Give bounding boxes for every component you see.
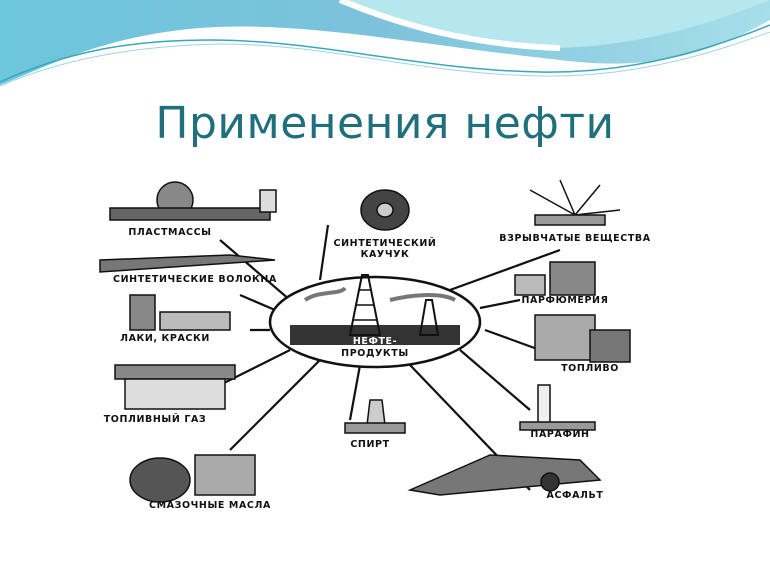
label-synthetic-rubber: СИНТЕТИЧЕСКИЙ — [334, 237, 437, 249]
center-label-line2: ПРОДУКТЫ — [341, 348, 409, 359]
plastics-icon — [109, 181, 277, 221]
spirit-lamp-icon — [344, 399, 406, 434]
label-explosives: ВЗРЫВЧАТЫЕ ВЕЩЕСТВА — [499, 233, 650, 244]
label-paraffin: ПАРАФИН — [530, 429, 589, 440]
oil-rig-icon — [290, 274, 460, 345]
gas-stove-icon — [114, 364, 236, 410]
fuel-barrel-icon — [534, 314, 631, 363]
candle-icon — [519, 384, 596, 431]
label-synthetic-fibers: СИНТЕТИЧЕСКИЕ ВОЛОКНА — [113, 274, 277, 285]
label-synthetic-rubber-2: КАУЧУК — [361, 249, 410, 260]
oil-products-diagram: НЕФТЕ- ПРОДУКТЫ ПЛАСТМАССЫ СИНТЕТИЧЕСКИЙ… — [99, 179, 650, 511]
header-wave-decoration — [0, 0, 770, 87]
label-fuel: ТОПЛИВО — [561, 363, 619, 374]
label-spirit: СПИРТ — [350, 439, 389, 450]
perfume-icon — [514, 261, 596, 296]
center-label-line1: НЕФТЕ- — [353, 336, 397, 347]
label-asphalt: АСФАЛЬТ — [547, 490, 604, 501]
paint-icon — [129, 294, 231, 331]
label-plastics: ПЛАСТМАССЫ — [128, 227, 211, 238]
explosion-icon — [529, 179, 621, 226]
label-fuel-gas: ТОПЛИВНЫЙ ГАЗ — [104, 413, 207, 425]
oil-barrel-icon — [129, 454, 256, 503]
label-perfumery: ПАРФЮМЕРИЯ — [521, 295, 608, 306]
fibers-icon — [99, 254, 276, 273]
label-varnish-paint: ЛАКИ, КРАСКИ — [120, 333, 210, 344]
asphalt-truck-icon — [407, 454, 602, 496]
label-lubricating-oils: СМАЗОЧНЫЕ МАСЛА — [149, 500, 271, 511]
tire-icon — [360, 189, 410, 231]
slide-title: Применения нефти — [155, 98, 615, 149]
